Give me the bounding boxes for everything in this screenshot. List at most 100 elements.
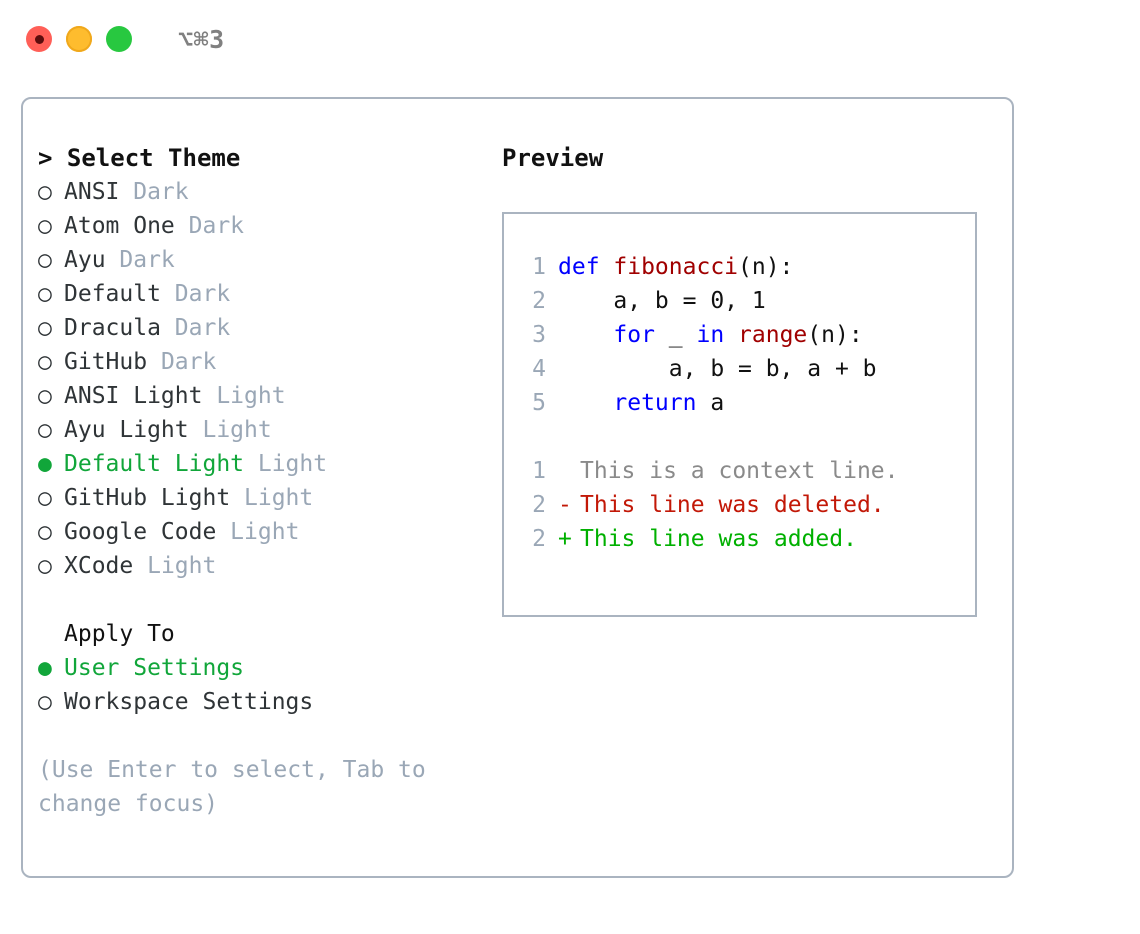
radio-unselected-icon: ○ [38, 213, 52, 239]
theme-option[interactable]: ○Google Code Light [38, 515, 478, 549]
diff-line-text: This line was added. [580, 526, 857, 552]
theme-option[interactable]: ○Dracula Dark [38, 311, 478, 345]
theme-option[interactable]: ● Default Light Light [38, 447, 478, 481]
theme-option-label: ANSI Light [64, 383, 203, 409]
theme-option-label: Default [64, 281, 161, 307]
theme-option-label: Atom One [64, 213, 175, 239]
code-line: 3 for _ in range(n): [516, 318, 975, 352]
code-token-plain: a, b = b, a + b [558, 356, 877, 382]
line-number: 4 [532, 356, 546, 382]
line-number: 2 [532, 526, 546, 552]
title-bar: ⌥⌘3 [0, 0, 1140, 78]
theme-option[interactable]: ○GitHub Light Light [38, 481, 478, 515]
code-token-kw: in [696, 322, 725, 348]
theme-option-variant: Light [244, 451, 328, 477]
main-panel: > Select Theme ○ANSI Dark○Atom One Dark○… [21, 97, 1014, 878]
code-token-plain: _ [654, 322, 697, 348]
theme-option[interactable]: ○ Ayu Light Light [38, 413, 478, 447]
apply-to-header: Apply To [64, 621, 175, 647]
theme-option[interactable]: ○Ayu Dark [38, 243, 478, 277]
code-token-plain: (n): [738, 254, 794, 280]
theme-list[interactable]: ○ANSI Dark○Atom One Dark○Ayu Dark○Defaul… [38, 175, 478, 583]
theme-option-label: Default Light [64, 451, 245, 477]
radio-unselected-icon: ○ [38, 349, 52, 375]
keyboard-shortcut-label: ⌥⌘3 [178, 24, 225, 54]
radio-unselected-icon: ○ [38, 553, 52, 579]
theme-option-label: Google Code [64, 519, 217, 545]
close-button[interactable] [26, 26, 52, 52]
code-token-kw: def [558, 254, 614, 280]
code-token-plain [558, 390, 613, 416]
diff-text-del: -This line was deleted. [558, 488, 885, 522]
code-line: 1 def fibonacci(n): [516, 250, 975, 284]
theme-option[interactable]: ○ GitHub Dark [38, 345, 478, 379]
radio-unselected-icon: ○ [38, 383, 52, 409]
line-number: 2 [532, 492, 546, 518]
theme-option-variant: Dark [105, 247, 175, 273]
radio-unselected-icon: ○ [38, 281, 52, 307]
radio-unselected-icon: ○ [38, 179, 52, 205]
theme-option-variant: Dark [160, 281, 231, 307]
code-line: 4 a, b = b, a + b [516, 352, 975, 386]
theme-option[interactable]: ○ANSI Dark [38, 175, 478, 209]
apply-to-option[interactable]: ● User Settings [38, 651, 478, 685]
select-theme-header: > Select Theme [38, 144, 241, 172]
theme-option-variant: Dark [119, 179, 189, 205]
code-token-kw: return [613, 390, 697, 416]
theme-option-label: Dracula [64, 315, 161, 341]
spacer [516, 420, 975, 454]
preview-title: Preview [502, 144, 604, 172]
theme-option-label: GitHub Light [64, 485, 231, 511]
radio-unselected-icon: ○ [38, 485, 52, 511]
code-token-plain: a, b = 0, 1 [558, 288, 766, 314]
radio-unselected-icon: ○ [38, 689, 52, 715]
radio-unselected-icon: ○ [38, 519, 52, 545]
code-token-kw: for [613, 322, 655, 348]
apply-to-option-label: Workspace Settings [64, 689, 314, 715]
diff-line-text: This line was deleted. [580, 492, 885, 518]
radio-unselected-icon: ○ [38, 417, 52, 443]
line-number: 5 [532, 390, 546, 416]
theme-option[interactable]: ○ ANSI Light Light [38, 379, 478, 413]
window-controls [26, 26, 132, 52]
code-line: 2 a, b = 0, 1 [516, 284, 975, 318]
code-text: def fibonacci(n): [558, 250, 793, 284]
apply-to-option-label: User Settings [64, 655, 245, 681]
diff-sample: 1 This is a context line.2-This line was… [516, 454, 975, 556]
apply-to-list[interactable]: ● User Settings ○ Workspace Settings [38, 651, 478, 719]
diff-line: 2-This line was deleted. [516, 488, 975, 522]
diff-marker: - [558, 492, 572, 518]
code-text: a, b = 0, 1 [558, 284, 766, 318]
theme-option-variant: Light [133, 553, 217, 579]
theme-option-variant: Light [188, 417, 272, 443]
code-token-plain [724, 322, 738, 348]
diff-line-text: This is a context line. [580, 458, 899, 484]
theme-option-variant: Dark [160, 315, 231, 341]
apply-to-option[interactable]: ○ Workspace Settings [38, 685, 478, 719]
theme-picker-column: > Select Theme ○ANSI Dark○Atom One Dark○… [38, 141, 478, 821]
theme-option-variant: Dark [147, 349, 217, 375]
radio-selected-icon: ● [38, 655, 52, 681]
code-token-fn: fibonacci [613, 254, 739, 280]
theme-option-label: Ayu Light [64, 417, 189, 443]
code-text: return a [558, 386, 724, 420]
line-number: 1 [532, 458, 546, 484]
line-number: 1 [532, 254, 546, 280]
theme-option-label: GitHub [64, 349, 148, 375]
code-token-fn: range [738, 322, 808, 348]
theme-option[interactable]: ○ Default Dark [38, 277, 478, 311]
code-token-plain: a [696, 390, 725, 416]
code-text: for _ in range(n): [558, 318, 862, 352]
radio-selected-icon: ● [38, 451, 52, 477]
diff-text-ctx: This is a context line. [558, 454, 899, 488]
theme-option-label: XCode [64, 553, 134, 579]
theme-option-variant: Light [202, 383, 286, 409]
theme-option[interactable]: ○Atom One Dark [38, 209, 478, 243]
maximize-button[interactable] [106, 26, 132, 52]
diff-marker: + [558, 526, 572, 552]
minimize-button[interactable] [66, 26, 92, 52]
theme-option[interactable]: ○ XCode Light [38, 549, 478, 583]
